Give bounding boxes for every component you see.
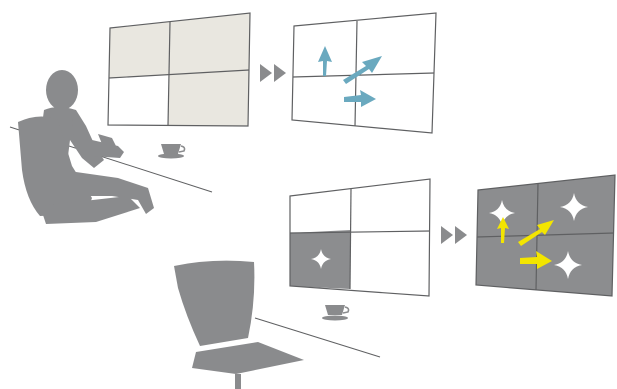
- scene-bottom: [174, 175, 615, 389]
- empty-chair-illustration: [174, 261, 304, 389]
- double-chevron-right-icon: [260, 64, 286, 82]
- video-wall-after-top: [292, 13, 436, 133]
- panel-bottom-left: [108, 74, 169, 125]
- video-wall-before-bottom: [290, 179, 430, 296]
- panel-bottom-right: [168, 70, 249, 126]
- double-chevron-right-icon: [441, 226, 467, 244]
- video-wall-after-bottom: [476, 175, 615, 296]
- panel-top-left: [109, 22, 170, 78]
- person-head: [46, 70, 78, 110]
- coffee-cup-icon: [158, 144, 185, 159]
- chair-back-bottom: [174, 261, 254, 346]
- coffee-cup-icon: [322, 305, 349, 321]
- panel-top-right: [169, 13, 250, 74]
- chair-seat-bottom: [192, 342, 304, 374]
- video-wall-before-top: [108, 13, 250, 126]
- chair-post: [235, 374, 241, 389]
